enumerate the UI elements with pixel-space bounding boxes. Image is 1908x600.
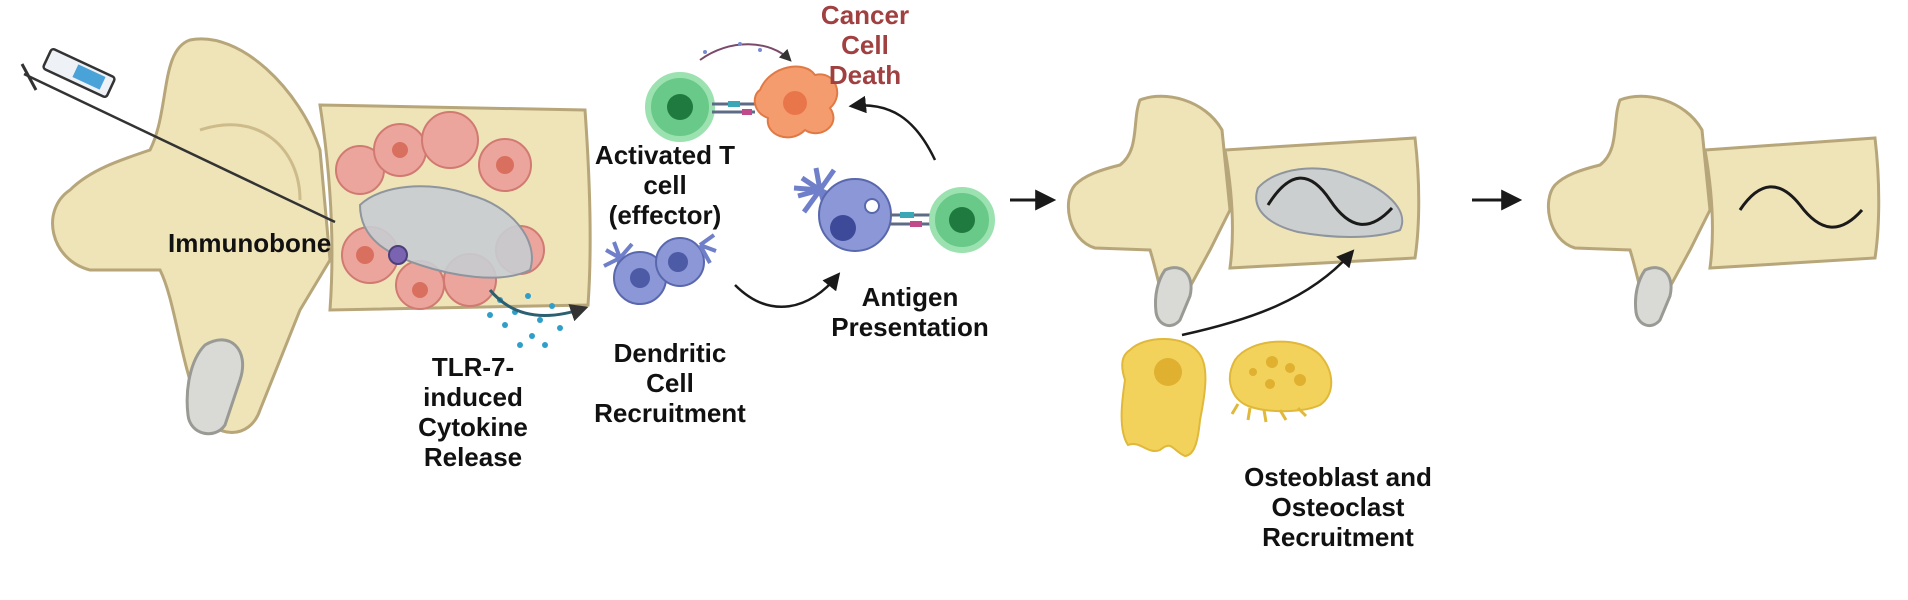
t-cell-and-cancer-cell [645, 42, 839, 142]
label-line: Cell [646, 368, 694, 398]
dendritic-cells [603, 233, 717, 305]
label-cytokine-release: TLR-7- induced Cytokine Release [398, 352, 548, 472]
implant-remodeling [1255, 167, 1403, 238]
osteo-recruitment-arrow [1181, 249, 1355, 337]
osteoblast-osteoclast-cells [1120, 338, 1333, 458]
label-line: Antigen [861, 282, 959, 312]
label-line: Osteoclast [1271, 492, 1405, 522]
label-line: cell [643, 170, 687, 200]
vertebra-healed [1546, 94, 1881, 328]
label-line: Recruitment [1262, 522, 1414, 552]
label-line: Death [828, 60, 902, 90]
antigen-presentation-cells [793, 167, 995, 253]
label-line: Immunobone [168, 228, 332, 258]
label-line: Release [423, 442, 523, 472]
label-osteo-recruitment: Osteoblast and Osteoclast Recruitment [1218, 462, 1458, 552]
label-line: Dendritic [613, 338, 727, 368]
label-cancer-cell-death: Cancer Cell Death [800, 0, 930, 90]
label-antigen-presentation: Antigen Presentation [810, 282, 1010, 342]
dendritic-to-antigen-arrow [734, 272, 841, 309]
vertebra-with-tumor [51, 37, 592, 436]
label-line: induced [423, 382, 523, 412]
vertebra-healing [1066, 94, 1421, 328]
antigen-to-cancer-death-arrow [848, 95, 937, 161]
articular-facet [185, 338, 245, 436]
label-line: Cell [841, 30, 889, 60]
label-dendritic-recruitment: Dendritic Cell Recruitment [570, 338, 770, 428]
bone-graft-wave [1266, 176, 1394, 226]
label-line: (effector) [608, 200, 722, 230]
vertebra-process [51, 37, 332, 434]
label-line: Recruitment [594, 398, 746, 428]
bone-graft-wave [1738, 185, 1864, 229]
label-line: TLR-7- [431, 352, 515, 382]
cytokine-arrow [488, 289, 589, 322]
label-line: Activated T [594, 140, 736, 170]
label-immunobone: Immunobone [168, 228, 331, 258]
syringe-icon [20, 47, 336, 224]
label-line: Presentation [831, 312, 989, 342]
label-activated-t-cell: Activated T cell (effector) [570, 140, 760, 230]
label-line: Osteoblast and [1244, 462, 1432, 492]
label-line: Cancer [820, 0, 910, 30]
label-line: Cytokine [418, 412, 528, 442]
